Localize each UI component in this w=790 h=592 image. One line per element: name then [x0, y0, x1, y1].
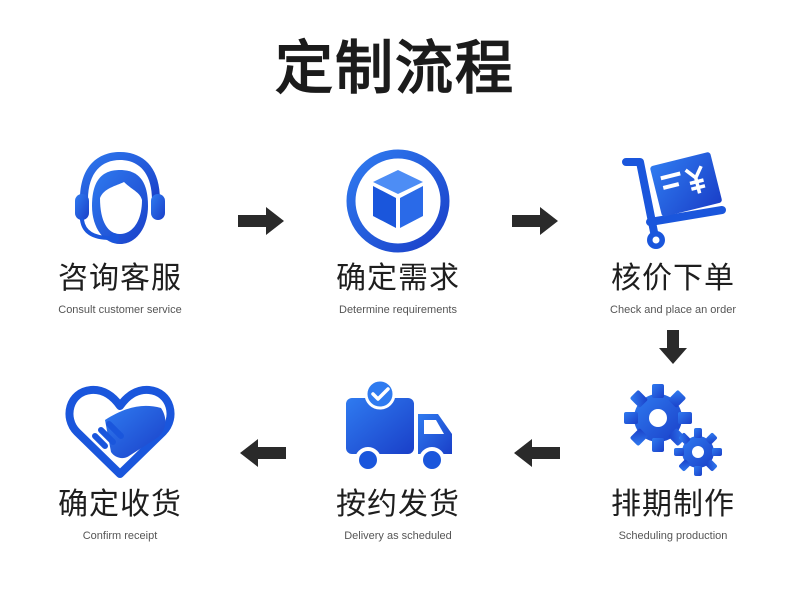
step-label-en: Confirm receipt	[82, 530, 158, 542]
step-label-en: Scheduling production	[618, 530, 728, 542]
cart-yen-icon	[622, 152, 726, 249]
box-in-circle-icon	[346, 149, 450, 253]
step-label-en: Check and place an order	[610, 304, 736, 316]
arrow-left-icon	[240, 439, 286, 467]
step-label-en: Determine requirements	[339, 304, 457, 316]
step-label-cn: 核价下单	[611, 261, 735, 296]
step-order: 核价下单 Check and place an order	[558, 148, 788, 318]
step-delivery: 按约发货 Delivery as scheduled	[283, 380, 513, 544]
headset-agent-icon	[75, 152, 165, 244]
step-production: 排期制作 Scheduling production	[558, 380, 788, 544]
step-label-cn: 咨询客服	[58, 261, 182, 296]
step-receipt: 确定收货 Confirm receipt	[5, 380, 235, 544]
step-label-en: Consult customer service	[58, 304, 182, 316]
arrow-left-icon	[514, 439, 560, 467]
page-title: 定制流程	[274, 34, 515, 102]
gears-icon	[624, 384, 722, 476]
step-label-cn: 确定收货	[58, 487, 182, 522]
step-label-en: Delivery as scheduled	[344, 530, 452, 542]
arrow-right-icon	[512, 207, 558, 235]
arrow-right-icon	[238, 207, 284, 235]
step-label-cn: 按约发货	[336, 487, 460, 522]
heart-handshake-icon	[65, 385, 175, 478]
step-label-cn: 确定需求	[336, 261, 460, 296]
step-consult: 咨询客服 Consult customer service	[5, 148, 235, 318]
arrow-down-icon	[659, 330, 687, 364]
delivery-truck-icon	[346, 380, 452, 473]
step-label-cn: 排期制作	[611, 487, 735, 522]
step-determine: 确定需求 Determine requirements	[283, 148, 513, 318]
